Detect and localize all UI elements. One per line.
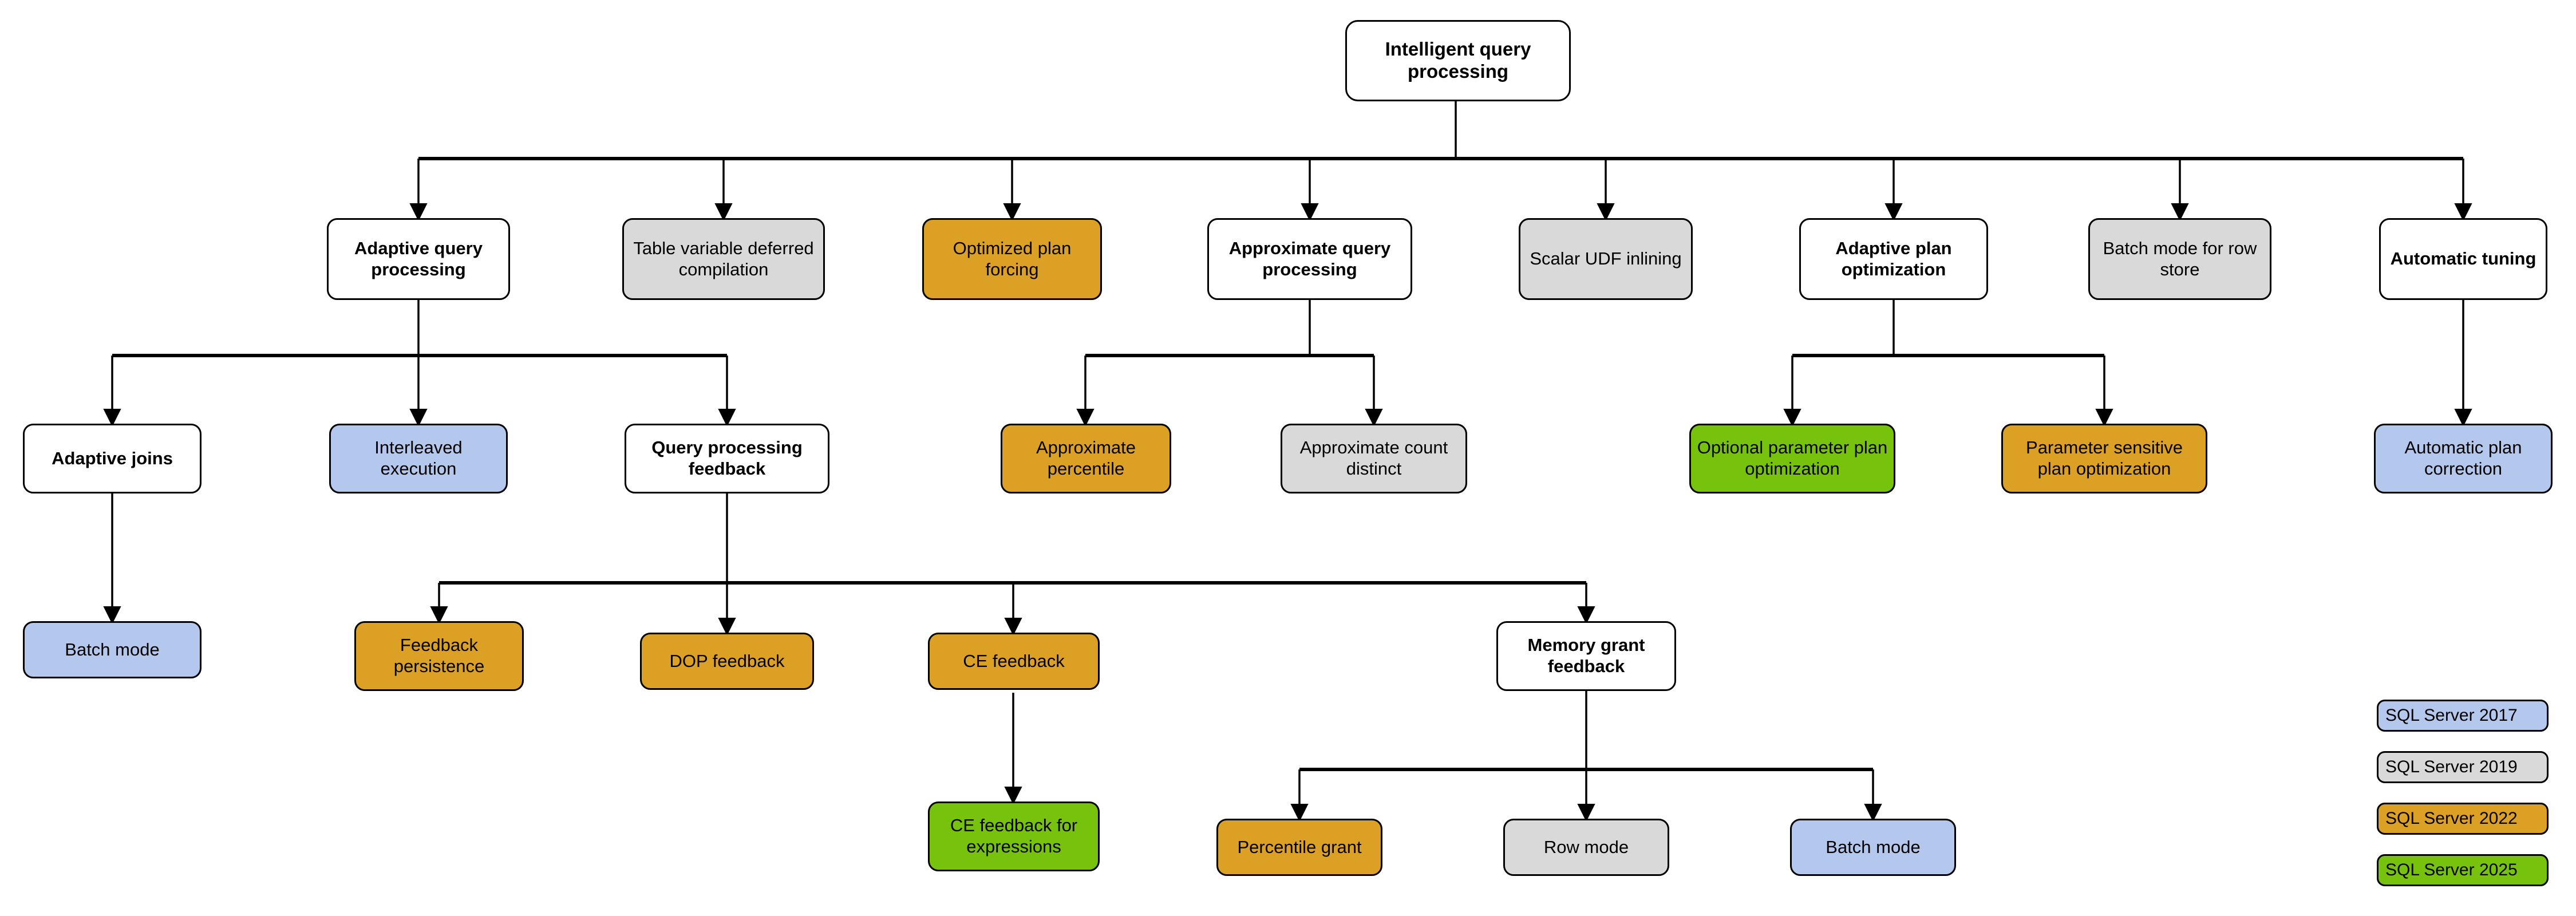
node-ce-feedback[interactable]: CE feedback [928,633,1100,690]
legend-item-sql-server-2025[interactable]: SQL Server 2025 [2377,854,2549,886]
node-row-mode[interactable]: Row mode [1503,819,1669,876]
node-ce-feedback-for-expressions[interactable]: CE feedback for expressions [928,802,1100,871]
node-approximate-count-distinct[interactable]: Approximate count distinct [1281,424,1467,493]
node-optional-parameter-plan-optimization[interactable]: Optional parameter plan optimization [1689,424,1895,493]
node-intelligent-query-processing[interactable]: Intelligent query processing [1345,20,1571,101]
node-automatic-plan-correction[interactable]: Automatic plan correction [2374,424,2553,493]
node-dop-feedback[interactable]: DOP feedback [640,633,814,690]
node-batch-mode-adaptive-joins[interactable]: Batch mode [23,621,202,678]
node-adaptive-plan-optimization[interactable]: Adaptive plan optimization [1799,218,1988,300]
node-automatic-tuning[interactable]: Automatic tuning [2379,218,2547,300]
node-interleaved-execution[interactable]: Interleaved execution [329,424,508,493]
node-batch-mode-for-row-store[interactable]: Batch mode for row store [2088,218,2271,300]
legend-item-sql-server-2019[interactable]: SQL Server 2019 [2377,751,2549,783]
node-query-processing-feedback[interactable]: Query processing feedback [625,424,829,493]
node-approximate-percentile[interactable]: Approximate percentile [1001,424,1171,493]
node-percentile-grant[interactable]: Percentile grant [1216,819,1382,876]
legend-item-sql-server-2017[interactable]: SQL Server 2017 [2377,700,2549,732]
node-scalar-udf-inlining[interactable]: Scalar UDF inlining [1519,218,1693,300]
node-optimized-plan-forcing[interactable]: Optimized plan forcing [922,218,1102,300]
legend-item-sql-server-2022[interactable]: SQL Server 2022 [2377,803,2549,835]
node-batch-mode-memory-grant[interactable]: Batch mode [1790,819,1956,876]
node-table-variable-deferred-compilation[interactable]: Table variable deferred compilation [622,218,825,300]
node-adaptive-query-processing[interactable]: Adaptive query processing [327,218,510,300]
node-feedback-persistence[interactable]: Feedback persistence [354,621,524,691]
node-approximate-query-processing[interactable]: Approximate query processing [1207,218,1412,300]
node-memory-grant-feedback[interactable]: Memory grant feedback [1496,621,1676,691]
node-adaptive-joins[interactable]: Adaptive joins [23,424,202,493]
node-parameter-sensitive-plan-optimization[interactable]: Parameter sensitive plan optimization [2001,424,2207,493]
